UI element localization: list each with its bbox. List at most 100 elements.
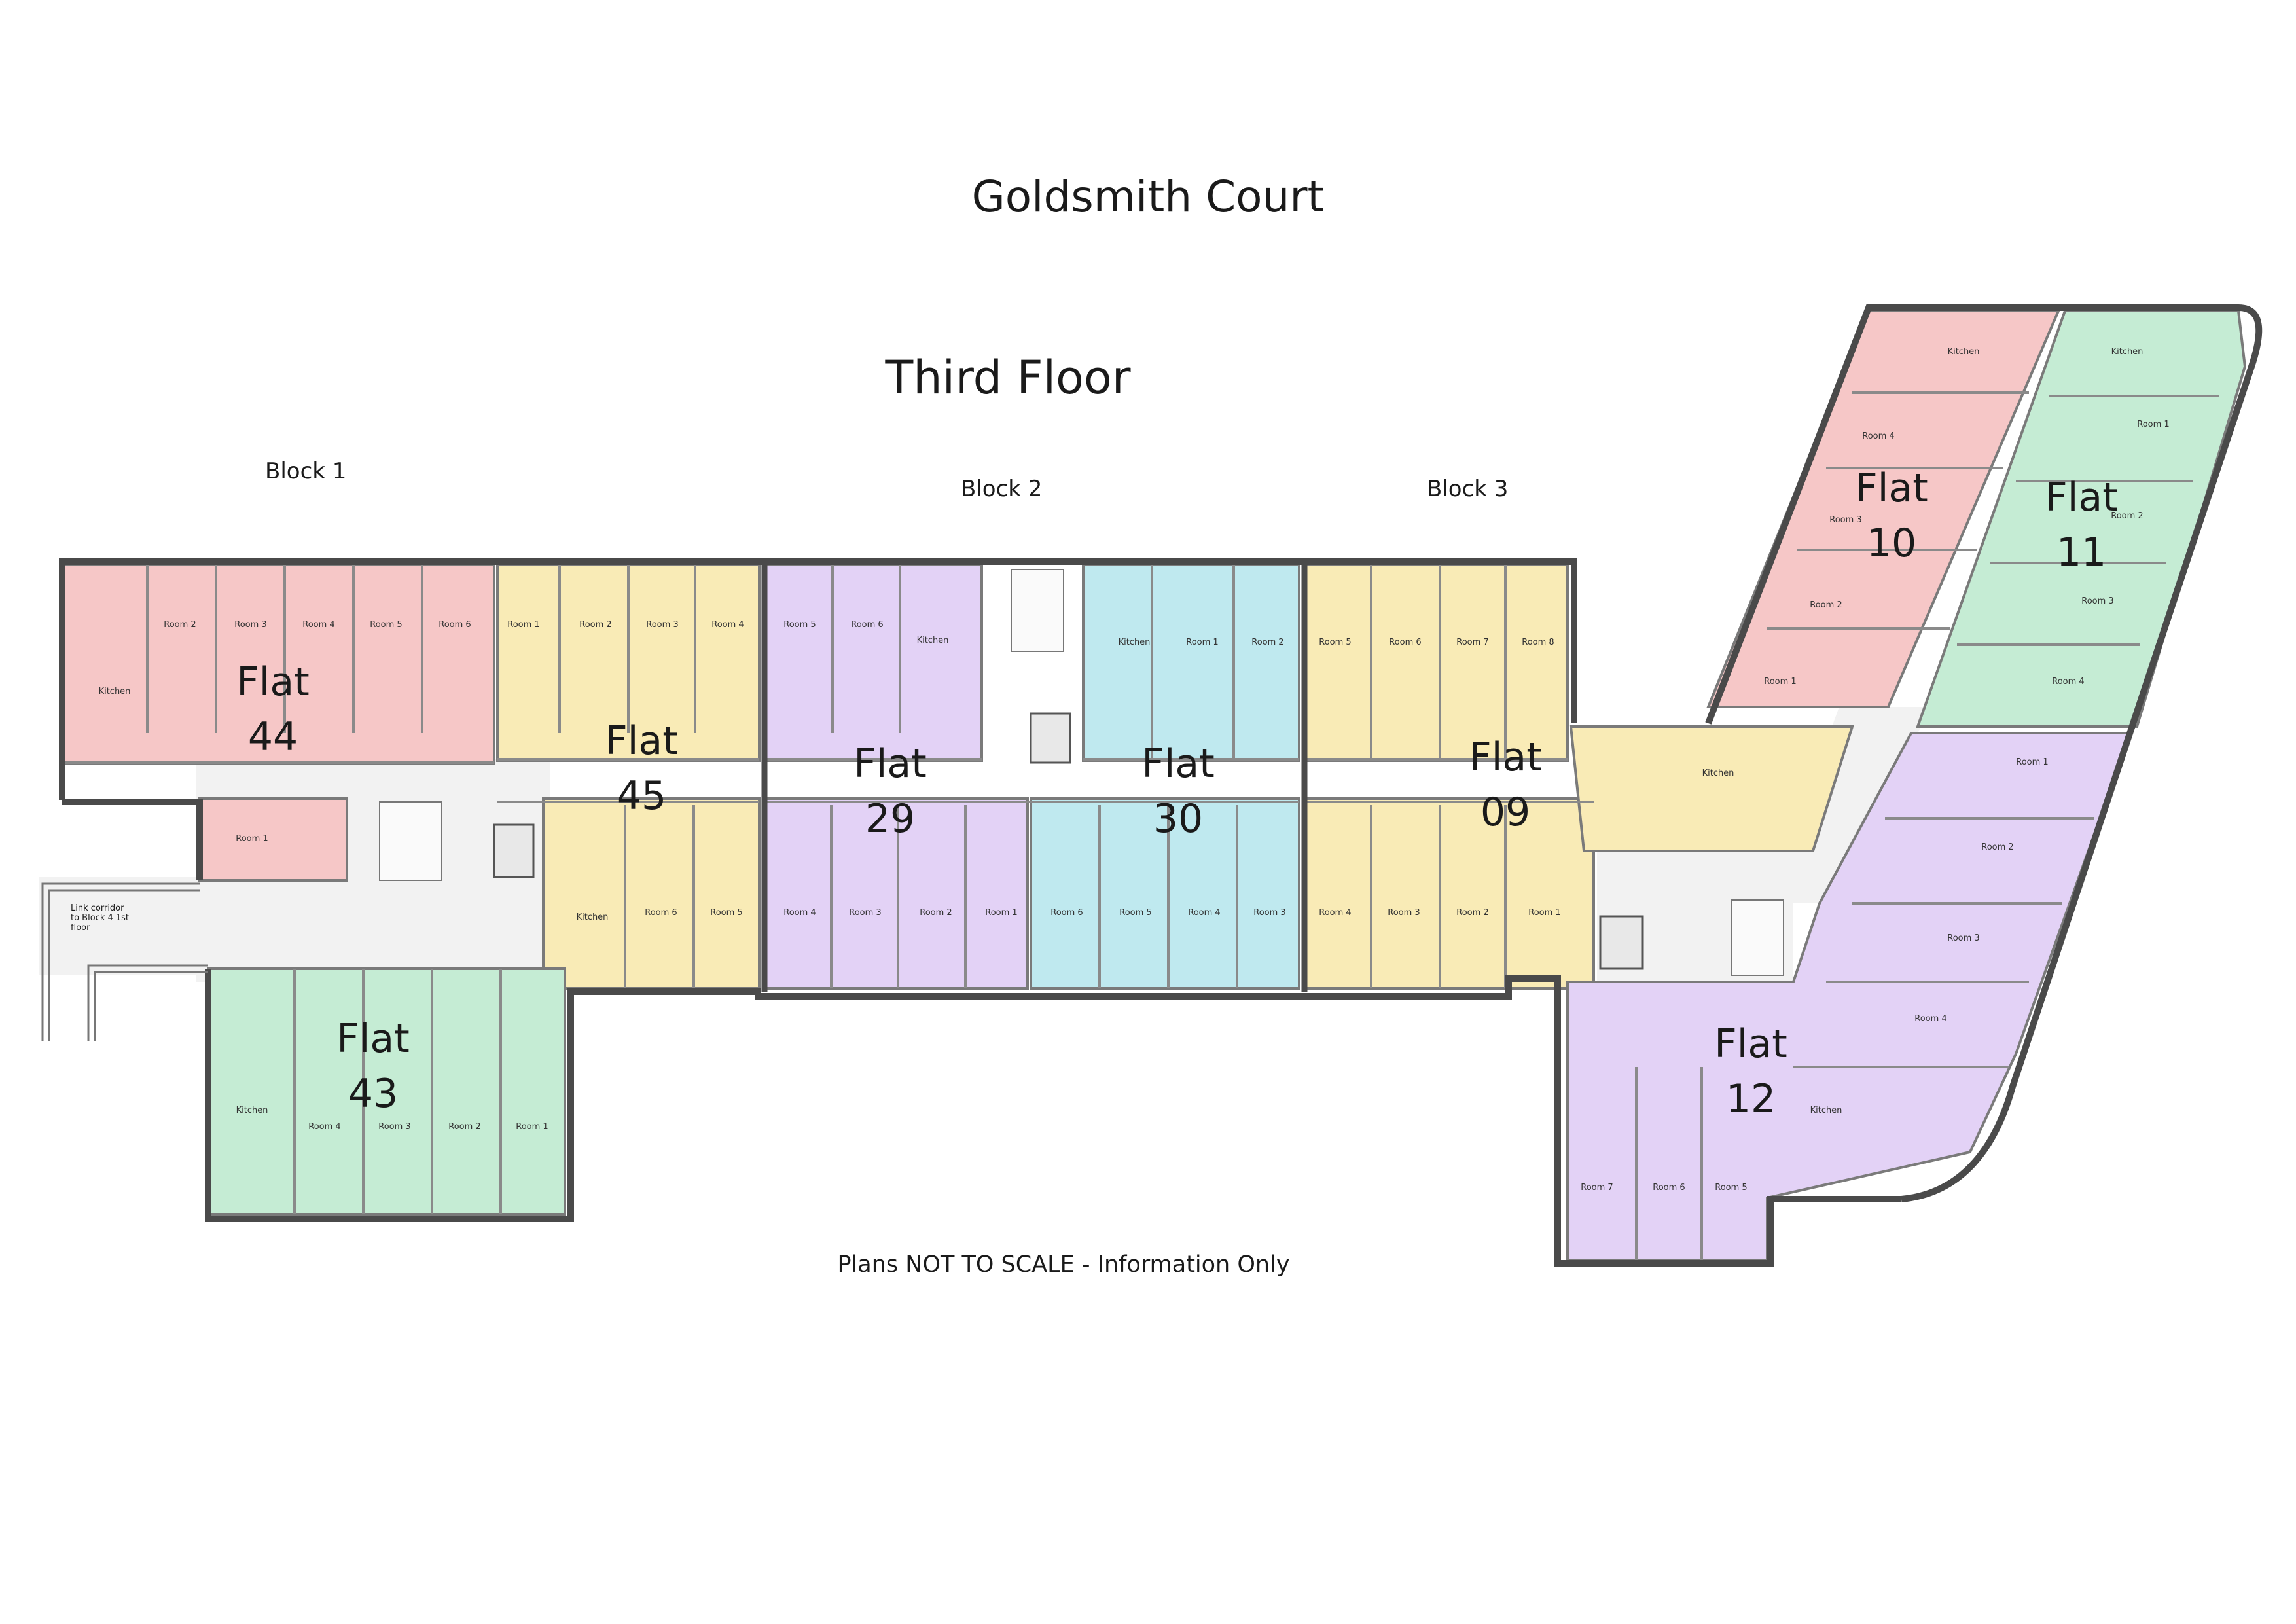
flat-11-number: 11 [2056,530,2107,575]
room-label-flat44-1: Room 2 [164,620,196,630]
room-label-flat12-3: Room 4 [1914,1014,1946,1024]
flat-11-word: Flat [2045,475,2118,520]
room-label-flat30-2: Room 2 [1251,638,1283,647]
room-label-flat44-0: Kitchen [99,687,131,696]
room-label-flat45-3: Room 4 [711,620,744,630]
room-label-flat45-0: Room 1 [507,620,539,630]
room-label-flat45-4: Kitchen [577,912,609,922]
room-label-flat45-5: Room 6 [645,908,677,918]
common-areas [39,563,1931,982]
room-label-flat29-0: Room 5 [783,620,816,630]
room-label-flat29-2: Kitchen [917,636,949,645]
room-label-flat09-2: Room 7 [1456,638,1488,647]
room-label-flat45-6: Room 5 [710,908,742,918]
flat-29-number: 29 [865,796,916,842]
link-note-line-3: floor [71,923,90,933]
room-label-flat12-6: Room 6 [1653,1183,1685,1193]
room-label-flat29-5: Room 2 [920,908,952,918]
room-label-flat44-2: Room 3 [234,620,266,630]
room-label-flat45-1: Room 2 [579,620,611,630]
room-label-flat29-4: Room 3 [849,908,881,918]
room-label-flat43-1: Room 4 [308,1122,340,1132]
flat-11-label: Flat 11 [2009,470,2153,580]
flat-43-word: Flat [336,1016,410,1062]
room-label-flat09-3: Room 8 [1522,638,1554,647]
page-title: Goldsmith Court [971,171,1325,222]
room-label-flat44-5: Room 6 [439,620,471,630]
block-2-label: Block 2 [961,476,1043,502]
room-label-flat30-3: Room 6 [1050,908,1083,918]
room-label-flat12-5: Room 7 [1581,1183,1613,1193]
room-label-flat12-0: Room 1 [2016,757,2048,767]
room-label-flat30-1: Room 1 [1186,638,1218,647]
room-label-flat12-1: Room 2 [1981,842,2013,852]
flat-12-number: 12 [1725,1076,1776,1122]
lift-icon [493,712,1644,970]
flat-10-word: Flat [1855,465,1928,511]
flat-43-label: Flat 43 [301,1011,445,1121]
link-note-line-2: to Block 4 1st [71,913,130,923]
outer-walls [59,304,2263,1267]
room-label-flat29-3: Room 4 [783,908,816,918]
room-label-flat10-1: Room 4 [1862,431,1894,441]
room-label-flat12-4: Kitchen [1810,1106,1842,1115]
room-dividers [62,391,2219,1260]
room-label-flat11-3: Room 3 [2081,596,2113,606]
block-separators [761,564,1308,992]
flat-10-label: Flat 10 [1820,461,1964,571]
room-label-flat44-6: Room 1 [236,834,268,844]
room-label-flat44-4: Room 5 [370,620,402,630]
flat-44-word: Flat [236,659,310,705]
flat-30-area [1030,563,1300,990]
block-3-label: Block 3 [1427,476,1509,502]
room-label-flat10-3: Room 2 [1810,600,1842,610]
room-label-flat12-2: Room 3 [1947,933,1979,943]
room-label-flat43-4: Room 1 [516,1122,548,1132]
room-label-flat30-5: Room 4 [1188,908,1220,918]
room-label-flat09-4: Room 4 [1319,908,1351,918]
flat-09-label: Flat 09 [1433,730,1577,840]
flat-30-number: 30 [1153,796,1204,842]
room-label-flat30-6: Room 3 [1253,908,1285,918]
flat-10-number: 10 [1866,520,1917,566]
room-label-flat09-6: Room 2 [1456,908,1488,918]
room-label-flat11-1: Room 1 [2137,420,2169,429]
room-label-flat09-0: Room 5 [1319,638,1351,647]
stair-icon [379,569,1784,976]
room-label-flat11-4: Room 4 [2052,677,2084,687]
room-label-flat10-2: Room 3 [1829,515,1861,525]
flat-09-word: Flat [1469,734,1542,780]
flat-45-word: Flat [605,718,678,764]
room-label-flat43-0: Kitchen [236,1106,268,1115]
room-label-flat43-2: Room 3 [378,1122,410,1132]
flat-30-word: Flat [1141,741,1215,787]
room-label-flat09-7: Room 1 [1528,908,1560,918]
scale-disclaimer: Plans NOT TO SCALE - Information Only [837,1252,1290,1278]
room-label-flat11-0: Kitchen [2111,347,2144,357]
floor-subtitle: Third Floor [885,351,1131,405]
flat-30-label: Flat 30 [1106,736,1250,846]
link-note-line-1: Link corridor [71,903,124,913]
flat-44-number: 44 [247,714,298,760]
room-label-flat12-7: Room 5 [1715,1183,1747,1193]
flat-12-label: Flat 12 [1679,1017,1823,1127]
room-label-flat10-4: Room 1 [1764,677,1796,687]
flat-45-label: Flat 45 [569,713,713,823]
flat-09-number: 09 [1480,789,1531,835]
flat-43-area [207,967,566,1216]
flat-44-label: Flat 44 [201,655,345,765]
room-label-flat45-2: Room 3 [646,620,678,630]
room-label-flat09-1: Room 6 [1389,638,1421,647]
flat-09-area [1304,563,1854,990]
room-label-flat44-3: Room 4 [302,620,334,630]
flat-29-word: Flat [853,741,927,787]
block-1-label: Block 1 [265,458,347,484]
room-label-flat09-8: Kitchen [1702,768,1734,778]
flat-12-word: Flat [1714,1021,1787,1067]
room-label-flat43-3: Room 2 [448,1122,480,1132]
room-label-flat29-6: Room 1 [985,908,1017,918]
flat-29-label: Flat 29 [818,736,962,846]
flat-43-number: 43 [348,1071,399,1117]
room-label-flat29-1: Room 6 [851,620,883,630]
